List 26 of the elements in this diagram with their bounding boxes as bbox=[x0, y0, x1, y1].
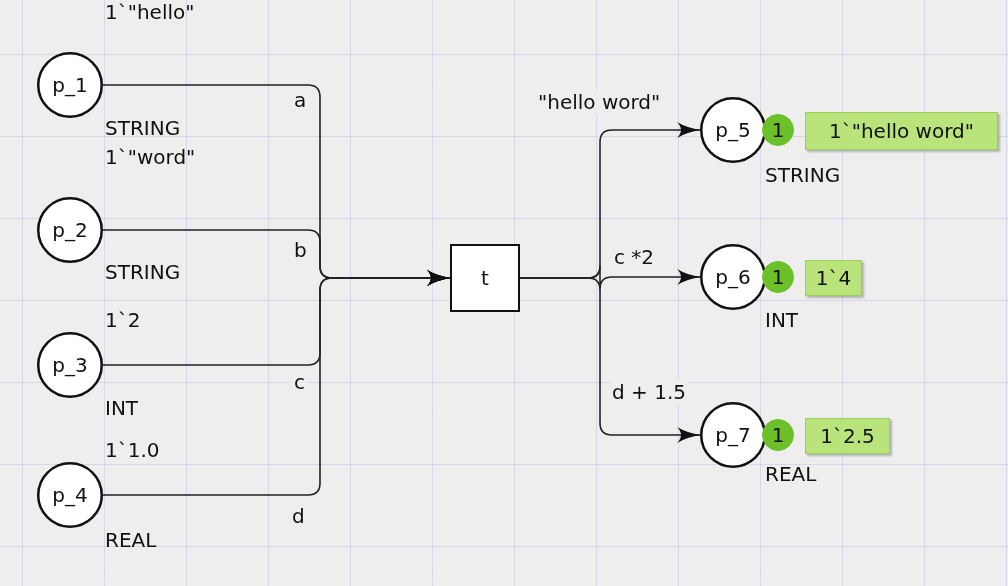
place-circle: p_5 bbox=[700, 97, 766, 163]
token-marking: 1`2.5 bbox=[805, 418, 890, 454]
place-circle: p_7 bbox=[700, 402, 766, 468]
token-count: 1 bbox=[762, 419, 794, 451]
place-circle: p_3 bbox=[37, 332, 103, 398]
color-set-label: REAL bbox=[765, 462, 817, 486]
place-circle: p_6 bbox=[700, 244, 766, 310]
color-set-label: STRING bbox=[105, 260, 181, 284]
color-set-label: REAL bbox=[105, 528, 157, 552]
place-circle: p_2 bbox=[37, 197, 103, 263]
initial-marking: 1`2 bbox=[105, 308, 141, 332]
token-marking: 1`"hello word" bbox=[805, 112, 998, 150]
initial-marking: 1`"word" bbox=[105, 145, 196, 169]
arc-inscription: d + 1.5 bbox=[610, 380, 688, 404]
place-circle: p_4 bbox=[37, 462, 103, 528]
initial-marking: 1`1.0 bbox=[105, 438, 160, 462]
initial-marking: 1`"hello" bbox=[105, 0, 195, 24]
color-set-label: STRING bbox=[105, 116, 181, 140]
token-count: 1 bbox=[762, 261, 794, 293]
color-set-label: STRING bbox=[765, 163, 841, 187]
token-marking: 1`4 bbox=[805, 260, 862, 296]
place-circle: p_1 bbox=[37, 52, 103, 118]
color-set-label: INT bbox=[105, 396, 139, 420]
color-set-label: INT bbox=[765, 308, 799, 332]
token-count: 1 bbox=[762, 114, 794, 146]
transition-box: t bbox=[450, 244, 520, 312]
